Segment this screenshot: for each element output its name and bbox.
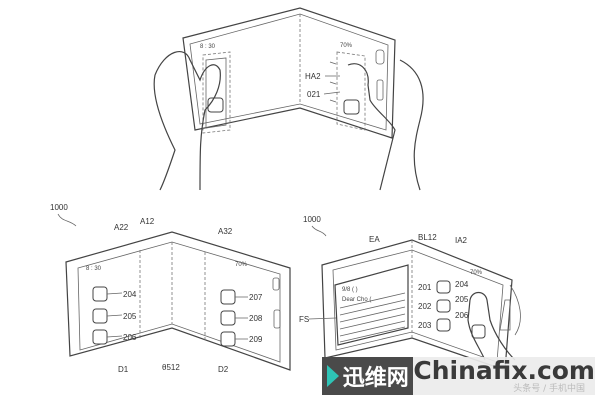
label-206: 206 — [123, 333, 137, 342]
status-battery: 70% — [235, 262, 248, 268]
label-207: 207 — [249, 293, 263, 302]
label-fs: FS — [299, 315, 309, 324]
label-theta: θ512 — [162, 363, 180, 372]
status-battery: 70% — [340, 43, 353, 49]
label-d2: D2 — [218, 365, 229, 374]
watermark-sub-text: 头条号 / 手机中国 — [513, 384, 585, 394]
label-ia2: IA2 — [455, 236, 468, 245]
label-204: 204 — [455, 280, 469, 289]
chevron-icon — [326, 365, 339, 387]
label-a32: A32 — [218, 227, 233, 236]
app-icon-201 — [436, 280, 451, 294]
watermark-cn-text: 迅维网 — [342, 366, 409, 391]
mail-line-1: 9/8 ( ) — [342, 287, 358, 293]
watermark-site: Chinafix.com 头条号 / 手机中国 — [413, 357, 595, 395]
finger — [467, 291, 516, 361]
unfolded-device-figure: 1000 8 : 30 70% A22 A12 A32 204 205 206 … — [50, 203, 291, 374]
app-icon-206b — [471, 324, 486, 339]
label-209: 209 — [249, 335, 263, 344]
status-battery: 70% — [470, 270, 483, 276]
app-icon-203 — [436, 318, 451, 332]
label-ea: EA — [369, 235, 380, 244]
label-021: 021 — [307, 90, 321, 99]
app-icon-204 — [92, 286, 108, 302]
app-icon-208 — [220, 310, 236, 326]
app-icon-209 — [220, 331, 236, 347]
top-foldable-device-figure: 8 : 30 70% HA2 021 — [153, 7, 424, 191]
mail-panel — [334, 264, 409, 346]
label-203: 203 — [418, 321, 432, 330]
label-a12: A12 — [140, 217, 155, 226]
app-icon-202 — [436, 299, 451, 313]
watermark-logo: 迅维网 — [322, 357, 414, 395]
left-hand — [153, 50, 221, 191]
label-a22: A22 — [114, 223, 129, 232]
label-201: 201 — [418, 283, 432, 292]
app-icon-206 — [92, 329, 108, 345]
ref-1000: 1000 — [50, 203, 68, 212]
label-205: 205 — [455, 295, 469, 304]
label-208: 208 — [249, 314, 263, 323]
label-202: 202 — [418, 302, 432, 311]
mail-line-2: Dear Cho ( — [342, 297, 371, 303]
app-icon-207 — [220, 289, 236, 305]
status-time: 8 : 30 — [86, 266, 102, 272]
keyboard-mode-figure: 1000 9/8 ( ) Dear Cho ( 70% EA BL12 IA2 … — [299, 215, 521, 371]
label-205: 205 — [123, 312, 137, 321]
right-hand — [347, 59, 424, 191]
label-206: 206 — [455, 311, 469, 320]
label-d1: D1 — [118, 365, 129, 374]
label-204: 204 — [123, 290, 137, 299]
label-bl12: BL12 — [418, 233, 437, 242]
app-icon-205 — [92, 308, 108, 324]
ref-1000: 1000 — [303, 215, 321, 224]
watermark-banner: 迅维网 Chinafix.com 头条号 / 手机中国 — [322, 357, 595, 395]
watermark-en-text: Chinafix.com — [413, 356, 595, 385]
status-time: 8 : 30 — [200, 44, 216, 50]
label-ha2: HA2 — [305, 72, 321, 81]
